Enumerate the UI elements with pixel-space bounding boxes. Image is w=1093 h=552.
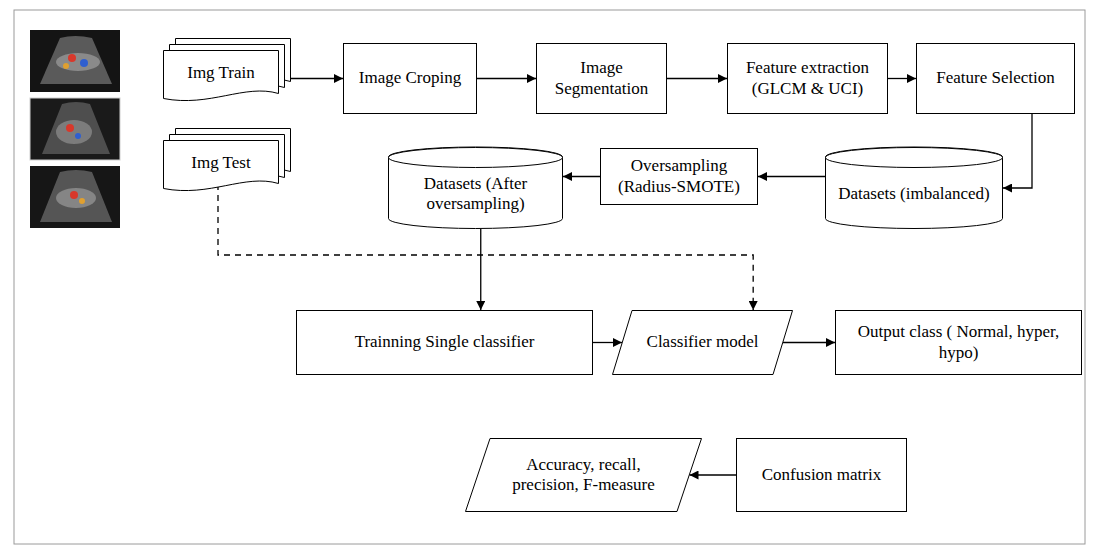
text-group: Img Test [171,153,271,173]
process-box: Confusion matrix [736,438,907,512]
flow-arrow [758,176,825,177]
io-parallelogram: Classifier model [612,310,793,375]
flow-arrow [291,78,343,79]
process-box: Feature Selection [916,43,1075,114]
text-group: Trainning Single classifier [305,332,584,352]
node-label: Confusion matrix [762,465,881,485]
parallelogram-outline [466,439,702,512]
ultrasound-thumbnail [30,166,120,228]
node-label: Image Segmentation [545,58,658,99]
process-box: Output class ( Normal, hyper, hypo) [835,310,1082,375]
node-label: Datasets (After oversampling) [396,174,555,215]
database-cylinder: Datasets (imbalanced) [825,147,1003,229]
scan-fan [40,170,112,222]
document-page [164,141,279,191]
document-page [164,51,279,101]
node-label: Trainning Single classifier [355,332,535,352]
database-cylinder: Datasets (After oversampling) [388,147,563,229]
text-group: Oversampling (Radius-SMOTE) [609,156,749,197]
flow-arrow [477,78,536,79]
flow-arrow [480,229,481,310]
node-label: Output class ( Normal, hyper, hypo) [844,322,1073,363]
scan-fan [40,36,112,84]
node-label: Feature Selection [936,68,1055,88]
ultrasound-thumbnail [30,98,120,160]
process-box: Image Croping [343,43,477,114]
flow-arrow [667,78,727,79]
text-group: Datasets (imbalanced) [833,184,995,204]
flow-arrow [1003,114,1032,188]
parallelogram-outline [613,311,793,375]
scan-fan [42,102,110,154]
figure-frame [14,10,1085,544]
flow-arrow [888,78,916,79]
text-group: Feature Selection [925,68,1066,88]
cylinder-body [389,147,563,229]
thumbnail-ground [30,30,120,92]
process-box: Image Segmentation [536,43,667,114]
doppler-spot [79,198,85,204]
doppler-spot [75,133,81,139]
doppler-spot [63,63,69,69]
gland-region [56,120,92,144]
doppler-spot [70,191,78,199]
text-group: Img Train [171,63,271,83]
node-label: Datasets (imbalanced) [838,184,990,204]
cylinder-body [826,147,1003,229]
gland-region [56,53,100,71]
ultrasound-thumbnail [30,30,120,92]
gland-region [56,188,96,208]
text-group: Image Croping [352,68,468,88]
document-stack: Img Test [163,128,291,192]
text-group: Confusion matrix [745,465,898,485]
process-box: Feature extraction (GLCM & UCI) [727,43,888,114]
node-label: Oversampling (Radius-SMOTE) [609,156,749,197]
doppler-spot [68,54,76,62]
flow-arrow [783,342,835,343]
node-label: Accuracy, recall, precision, F-measure [496,455,671,496]
node-label: Classifier model [647,332,759,352]
node-label: Image Croping [359,68,461,88]
process-box: Trainning Single classifier [296,310,593,375]
text-group: Datasets (After oversampling) [396,174,555,215]
thumbnail-ground [30,98,120,160]
text-group: Accuracy, recall, precision, F-measure [496,455,671,496]
document-stack: Img Train [163,38,291,102]
text-group: Classifier model [638,332,767,352]
cylinder-top [389,148,563,168]
node-label: Img Test [191,153,250,173]
thumbnail-ground [30,166,120,228]
text-group: Output class ( Normal, hyper, hypo) [844,322,1073,363]
process-box: Oversampling (Radius-SMOTE) [600,148,758,205]
doppler-spot [66,124,74,132]
text-group: Image Segmentation [545,58,658,99]
flow-arrow [690,474,737,475]
node-label: Img Train [187,63,255,83]
text-group: Feature extraction (GLCM & UCI) [736,58,879,99]
io-parallelogram: Accuracy, recall, precision, F-measure [465,438,702,512]
cylinder-top [826,148,1003,168]
flow-arrow [563,176,600,177]
doppler-spot [80,59,88,67]
node-label: Feature extraction (GLCM & UCI) [736,58,879,99]
flow-arrow [593,342,622,343]
